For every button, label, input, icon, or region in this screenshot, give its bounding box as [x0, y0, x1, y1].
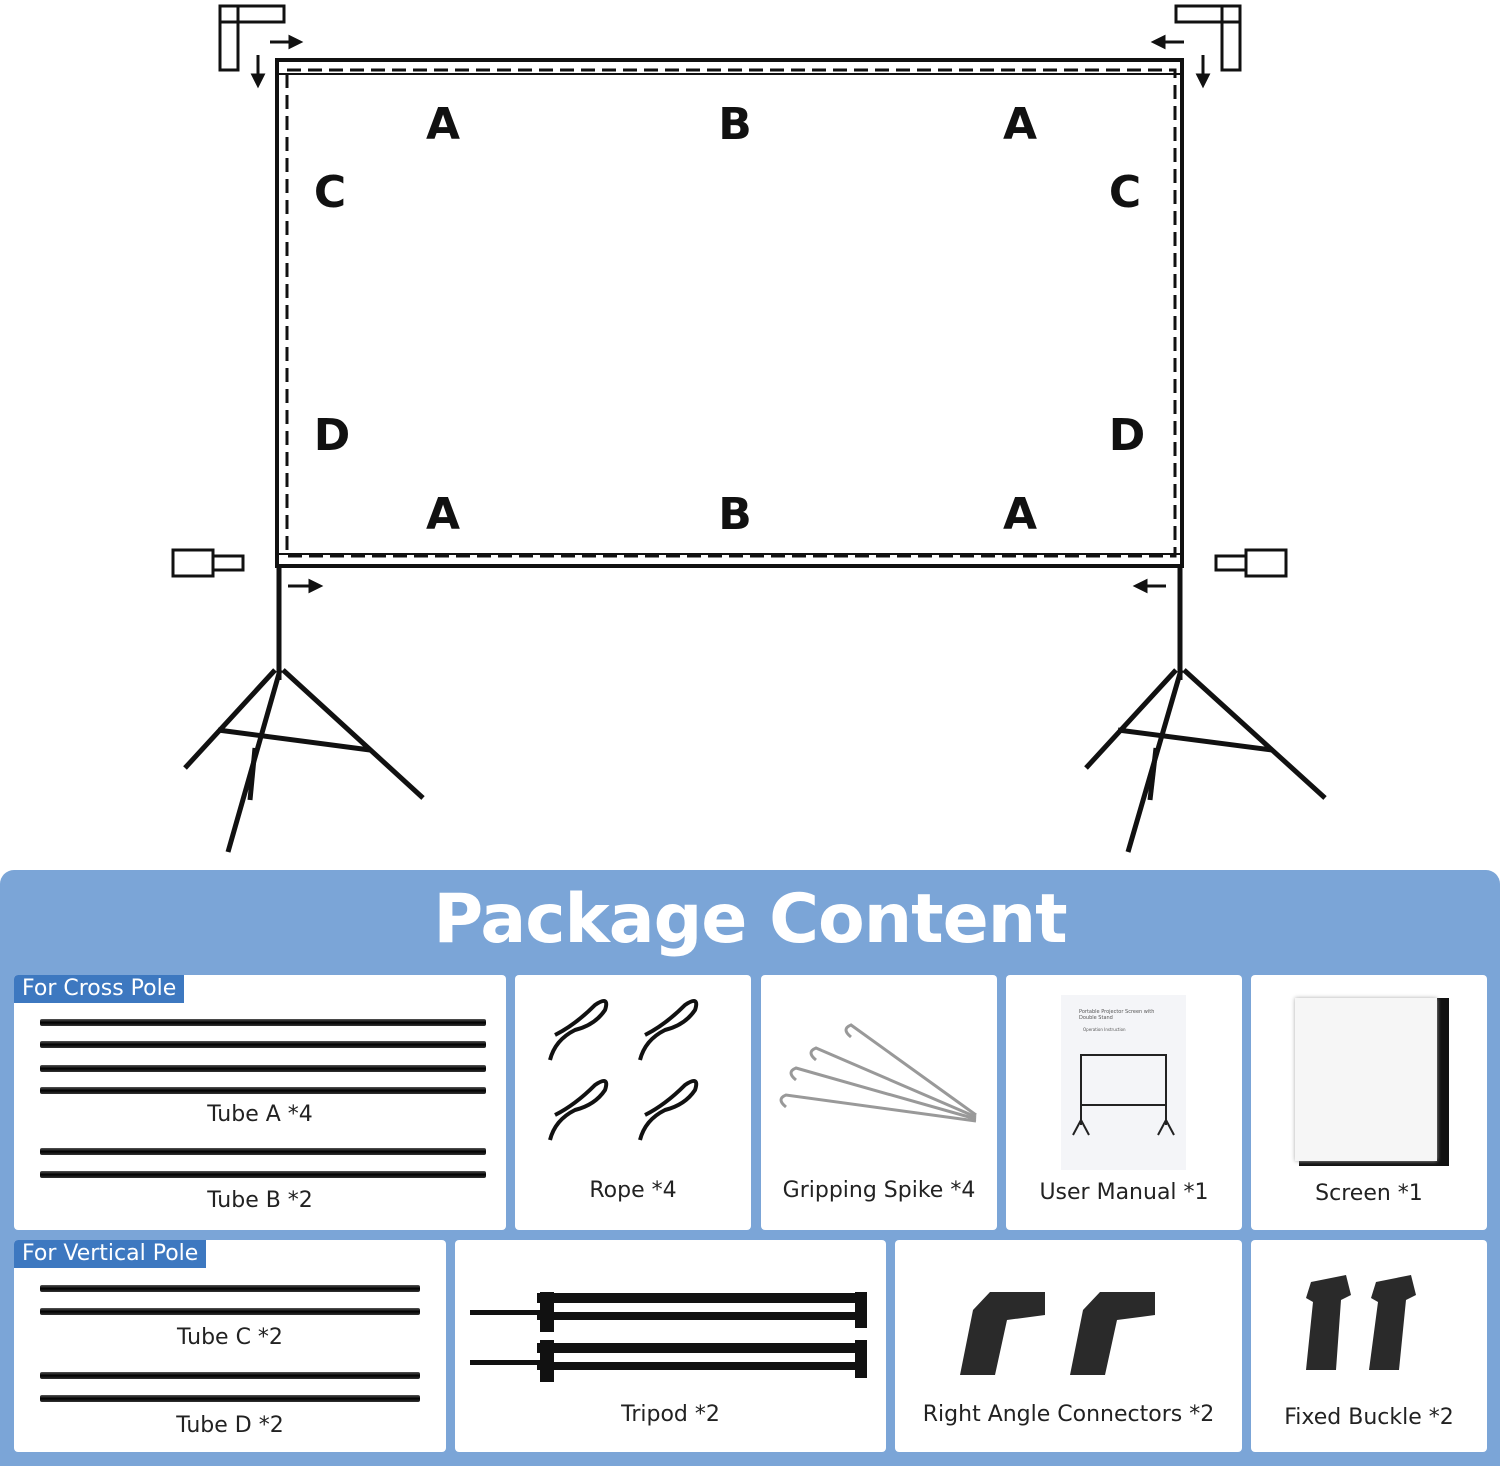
label-d: D	[314, 410, 351, 461]
corner-connector-icon	[218, 4, 286, 72]
fixed-buckle-icon	[1306, 1275, 1416, 1370]
screen-outline	[285, 68, 1177, 558]
card-connectors: Right Angle Connectors *2	[895, 1240, 1242, 1452]
label-d: D	[1109, 410, 1146, 461]
label-buckle: Fixed Buckle *2	[1284, 1405, 1454, 1430]
card-cross-pole: For Cross Pole Tube A *4 Tube B *2	[14, 975, 506, 1230]
corner-connector-icon	[1174, 4, 1242, 72]
label-tripod: Tripod *2	[621, 1402, 720, 1427]
label-rope: Rope *4	[589, 1178, 677, 1203]
label-connectors: Right Angle Connectors *2	[922, 1402, 1215, 1427]
tripod-icon	[470, 1292, 867, 1382]
card-rope: Rope *4	[515, 975, 751, 1230]
label-a: A	[1003, 99, 1037, 150]
right-angle-connector-icon	[960, 1292, 1155, 1375]
label-tube-c: Tube C *2	[177, 1325, 283, 1350]
package-content-panel: Package Content For Cross Pole Tube A *4…	[0, 870, 1500, 1466]
label-tube-a: Tube A *4	[207, 1102, 313, 1127]
spike-icon	[779, 1023, 977, 1123]
right-tripod	[1084, 668, 1327, 853]
label-tube-b: Tube B *2	[207, 1188, 313, 1213]
manual-cover-subtitle: Operation Instruction	[1083, 1027, 1126, 1032]
manual-cover-title: Portable Projector Screen with Double St…	[1079, 1009, 1155, 1021]
card-tripod: Tripod *2	[455, 1240, 886, 1452]
card-vertical-pole: For Vertical Pole Tube C *2 Tube D *2	[14, 1240, 446, 1452]
label-c: C	[314, 167, 346, 218]
card-screen: Screen *1	[1251, 975, 1487, 1230]
label-tube-d: Tube D *2	[176, 1413, 284, 1438]
left-tripod	[183, 668, 425, 853]
label-screen: Screen *1	[1315, 1181, 1423, 1206]
card-manual: Portable Projector Screen with Double St…	[1006, 975, 1242, 1230]
buckle-icon	[1214, 548, 1288, 578]
card-buckle: Fixed Buckle *2	[1251, 1240, 1487, 1452]
label-a: A	[426, 489, 460, 540]
label-manual: User Manual *1	[1039, 1180, 1209, 1205]
label-a: A	[426, 99, 460, 150]
card-spike: Gripping Spike *4	[761, 975, 997, 1230]
assembly-diagram: A B A C C D D A B A	[171, 4, 1327, 853]
manual-cover: Portable Projector Screen with Double St…	[1061, 995, 1186, 1170]
tag-cross-pole: For Cross Pole	[14, 975, 185, 1003]
frame	[275, 58, 1184, 568]
label-c: C	[1109, 167, 1141, 218]
label-b: B	[718, 99, 752, 150]
label-spike: Gripping Spike *4	[782, 1178, 976, 1203]
package-title: Package Content	[433, 880, 1067, 959]
label-b: B	[718, 489, 752, 540]
buckle-icon	[171, 548, 245, 578]
tag-vertical-pole: For Vertical Pole	[14, 1240, 207, 1268]
label-a: A	[1003, 489, 1037, 540]
rope-icon	[548, 999, 699, 1141]
